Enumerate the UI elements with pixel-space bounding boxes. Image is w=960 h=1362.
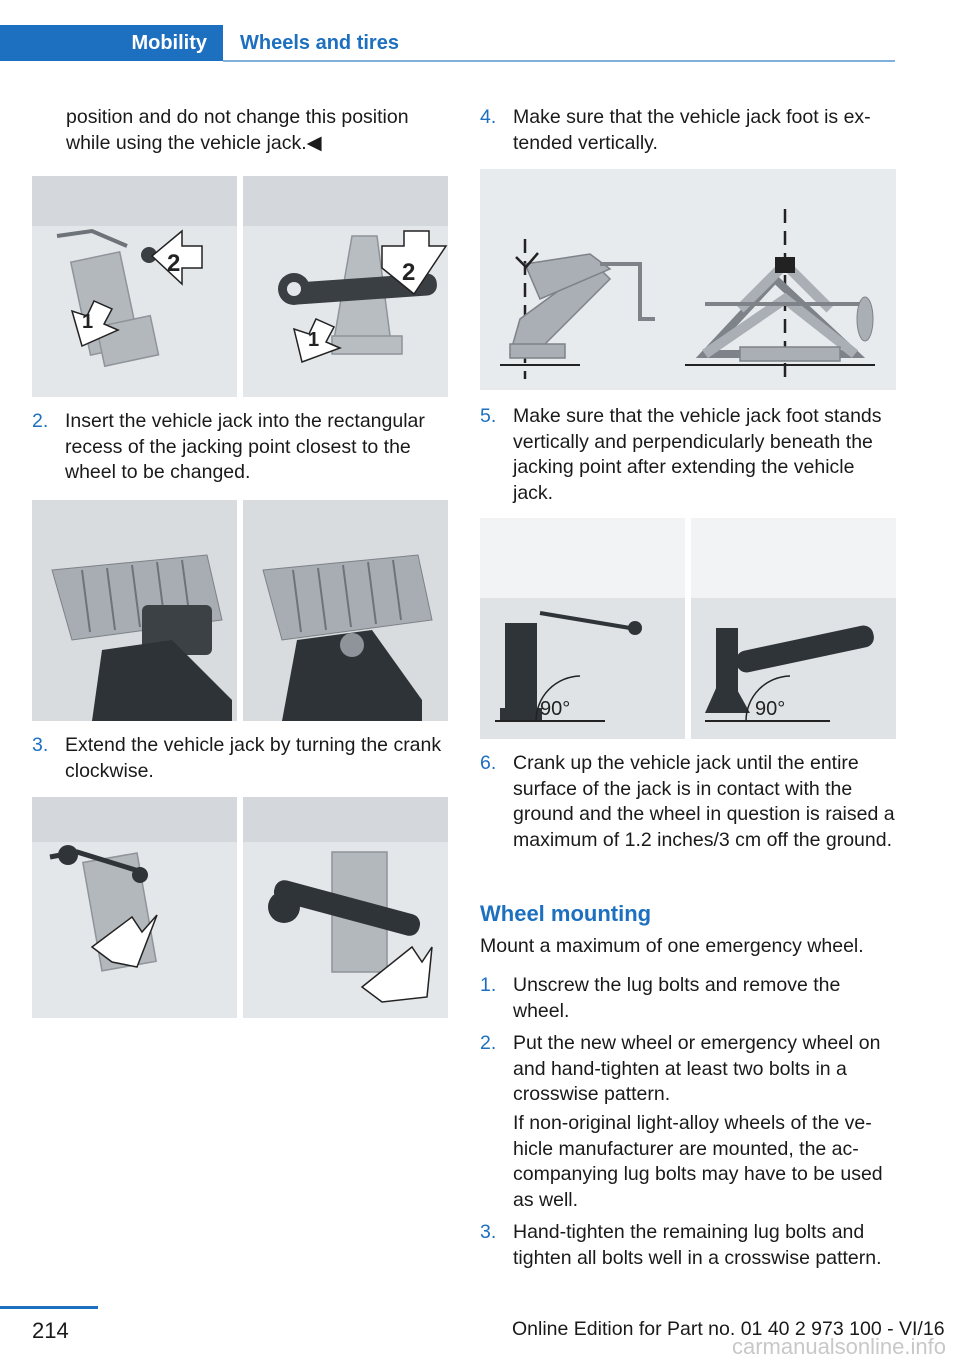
step-text: Put the new wheel or emergency wheel on … [513,1032,881,1105]
footer-rule [0,1306,98,1309]
step-text: Unscrew the lug bolts and remove the whe… [513,974,841,1022]
figure-jacking-point [32,500,448,721]
step-number: 3. [480,1221,497,1243]
right-step-5: 5. Make sure that the vehicle jack foot … [480,404,896,506]
wheel-mounting-intro: Mount a maximum of one emergency wheel. [480,935,864,957]
subsection-tab: Wheels and tires [240,32,399,54]
step-number: 1. [480,974,497,996]
figure-jack-setup: 2 1 2 1 [32,176,448,397]
section-tab: Mobility [0,25,223,61]
figure-label-1-left: 1 [82,311,93,333]
step-number: 4. [480,106,497,128]
angle-label-right: 90° [755,698,785,720]
page-header: Mobility Wheels and tires [0,25,960,63]
step-number: 2. [32,410,49,432]
figure-label-2-left: 2 [167,250,180,277]
page-number: 214 [32,1318,69,1343]
figure-jack-vertical [480,169,896,390]
step-number: 2. [480,1032,497,1054]
left-step-3: 3. Extend the vehicle jack by turning th… [32,733,448,784]
header-rule [223,60,895,62]
edition-text: Online Edition for Part no. 01 40 2 973 … [512,1318,945,1340]
step-text: Make sure that the vehicle jack foot is … [513,106,871,154]
figure-crank-clockwise [32,797,448,1018]
step-text: Insert the vehicle jack into the rectang… [65,410,425,483]
step-text: Make sure that the vehicle jack foot sta… [513,405,882,504]
right-step-6: 6. Crank up the vehicle jack until the e… [480,751,896,853]
mount-step-1: 1. Unscrew the lug bolts and remove the … [480,973,896,1024]
watermark: carmanualsonline.info [731,1334,946,1359]
left-step-2: 2. Insert the vehicle jack into the rect… [32,409,448,486]
mount-step-2: 2. Put the new wheel or emergency wheel … [480,1031,896,1108]
mount-step-3: 3. Hand-tighten the remaining lug bolts … [480,1220,896,1271]
step-number: 6. [480,752,497,774]
step-number: 3. [32,734,49,756]
angle-label-left: 90° [540,698,570,720]
section-heading-wheel-mounting: Wheel mounting [480,901,652,926]
figure-label-1-right: 1 [308,329,319,351]
step-text: Crank up the vehicle jack until the enti… [513,752,895,851]
step-number: 5. [480,405,497,427]
step-text: Hand-tighten the remaining lug bolts and… [513,1221,882,1269]
intro-text: position and do not change this position… [66,106,409,154]
step-text: Extend the vehicle jack by turning the c… [65,734,442,782]
figure-label-2-right: 2 [402,259,415,286]
mount-note: If non-original light-alloy wheels of th… [513,1112,883,1211]
figure-jack-perpendicular: 90° 90° [480,518,896,739]
right-step-4: 4. Make sure that the vehicle jack foot … [480,105,896,156]
